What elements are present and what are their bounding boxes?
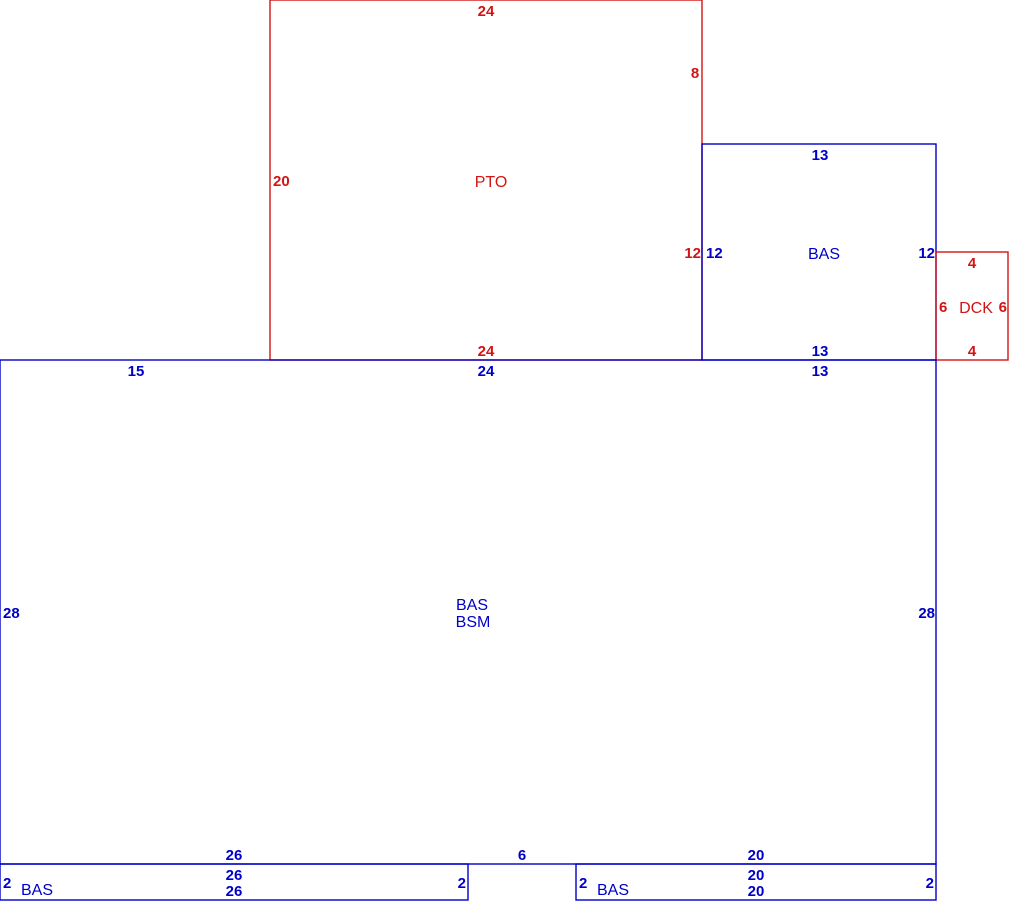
dck-area: DCK 4 6 6 4 (935, 251, 1009, 361)
main-bas-area: BAS BSM 15 24 13 28 28 26 6 20 (0, 359, 937, 865)
pto-area: PTO 24 8 20 12 24 (269, 0, 703, 361)
bas-lower-right-label: BAS (597, 882, 629, 899)
bas-lower-right-right-dimension: 2 (926, 875, 934, 892)
main-right-dimension: 28 (918, 605, 935, 622)
pto-top-dimension: 24 (478, 3, 495, 20)
main-left-dimension: 28 (3, 605, 20, 622)
bas-lower-left-label: BAS (21, 882, 53, 899)
bas-lower-right-bottom-dimension: 20 (748, 883, 765, 900)
bas-upper-area: BAS 13 12 12 13 (701, 143, 937, 361)
dck-top-dimension: 4 (968, 255, 977, 272)
bas-upper-bottom-dimension: 13 (812, 343, 829, 360)
bas-lower-left-left-dimension: 2 (3, 875, 11, 892)
main-top-left-dimension: 15 (128, 363, 145, 380)
dck-label: DCK (959, 300, 993, 317)
dck-outline (935, 251, 1009, 361)
bas-upper-right-dimension: 12 (918, 245, 935, 262)
pto-right-lower-dimension: 12 (684, 245, 701, 262)
main-bottom-gap-dimension: 6 (518, 847, 526, 864)
bas-lower-right-outline (575, 863, 937, 901)
bas-lower-right-left-dimension: 2 (579, 875, 587, 892)
pto-bottom-dimension: 24 (478, 343, 495, 360)
bas-lower-left-outline (0, 863, 469, 901)
main-bottom-left-dimension: 26 (226, 847, 243, 864)
bas-upper-top-dimension: 13 (812, 147, 829, 164)
bas-upper-label: BAS (808, 246, 840, 263)
main-bottom-right-dimension: 20 (748, 847, 765, 864)
bas-lower-right-area: BAS 20 20 2 2 (575, 863, 937, 901)
main-top-mid-dimension: 24 (478, 363, 495, 380)
pto-left-dimension: 20 (273, 173, 290, 190)
dck-bottom-dimension: 4 (968, 343, 977, 360)
bas-lower-left-right-dimension: 2 (458, 875, 466, 892)
pto-right-upper-dimension: 8 (691, 65, 699, 82)
bas-lower-left-top-dimension: 26 (226, 867, 243, 884)
main-label-bsm: BSM (456, 614, 491, 631)
bas-lower-left-area: BAS 26 26 2 2 (0, 863, 469, 901)
bas-upper-left-dimension: 12 (706, 245, 723, 262)
dck-right-dimension: 6 (999, 299, 1007, 316)
bas-lower-right-top-dimension: 20 (748, 867, 765, 884)
bas-lower-left-bottom-dimension: 26 (226, 883, 243, 900)
dck-left-dimension: 6 (939, 299, 947, 316)
main-label-bas: BAS (456, 597, 488, 614)
main-top-right-dimension: 13 (812, 363, 829, 380)
pto-label: PTO (475, 174, 508, 191)
